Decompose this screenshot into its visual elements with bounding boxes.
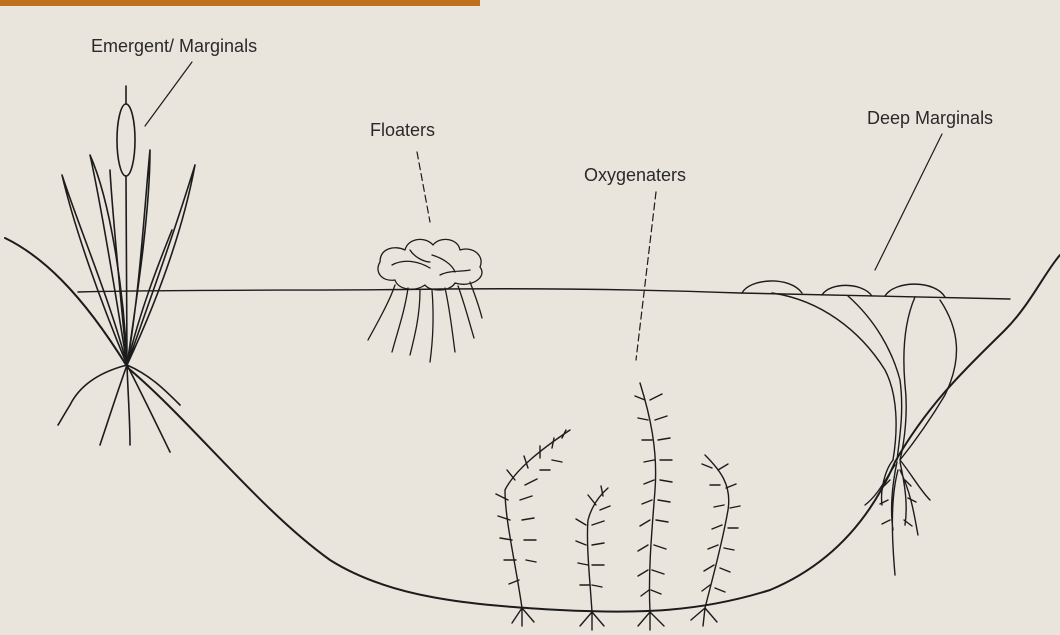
leader-oxygenaters bbox=[636, 192, 656, 360]
leader-deep bbox=[875, 134, 942, 270]
label-emergent-marginals: Emergent/ Marginals bbox=[91, 36, 257, 56]
label-deep-marginals: Deep Marginals bbox=[867, 108, 993, 128]
deep-marginal-plant bbox=[742, 281, 956, 575]
pond-bank bbox=[5, 238, 1060, 612]
emergent-plant bbox=[58, 86, 195, 452]
label-oxygenaters: Oxygenaters bbox=[584, 165, 686, 185]
top-banner bbox=[0, 0, 480, 6]
oxygenater-plants bbox=[496, 383, 740, 630]
floater-plant bbox=[368, 239, 482, 362]
leader-floaters bbox=[417, 152, 430, 222]
leader-emergent bbox=[145, 62, 192, 126]
label-floaters: Floaters bbox=[370, 120, 435, 140]
